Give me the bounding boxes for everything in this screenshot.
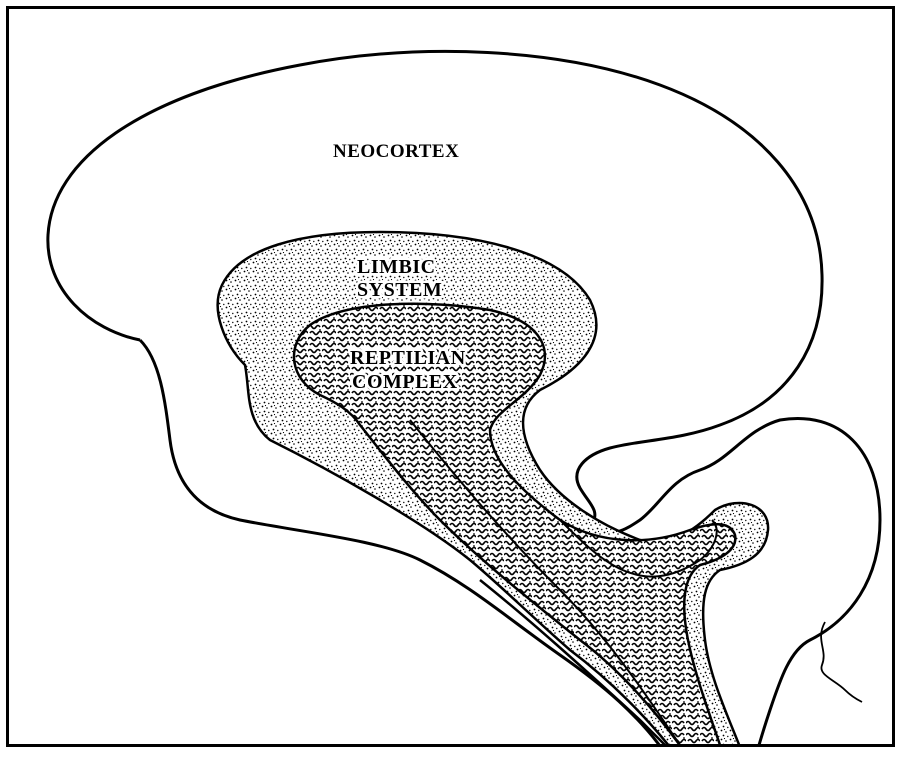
label-reptilian-line-2: COMPLEX	[352, 371, 458, 393]
right-edge-squiggle	[821, 622, 862, 702]
label-limbic-line-2: SYSTEM	[357, 279, 442, 301]
label-reptilian-line-1: REPTILIAN	[350, 347, 466, 369]
label-limbic-line-1: LIMBIC	[357, 256, 436, 278]
label-neocortex: NEOCORTEX	[333, 141, 459, 162]
